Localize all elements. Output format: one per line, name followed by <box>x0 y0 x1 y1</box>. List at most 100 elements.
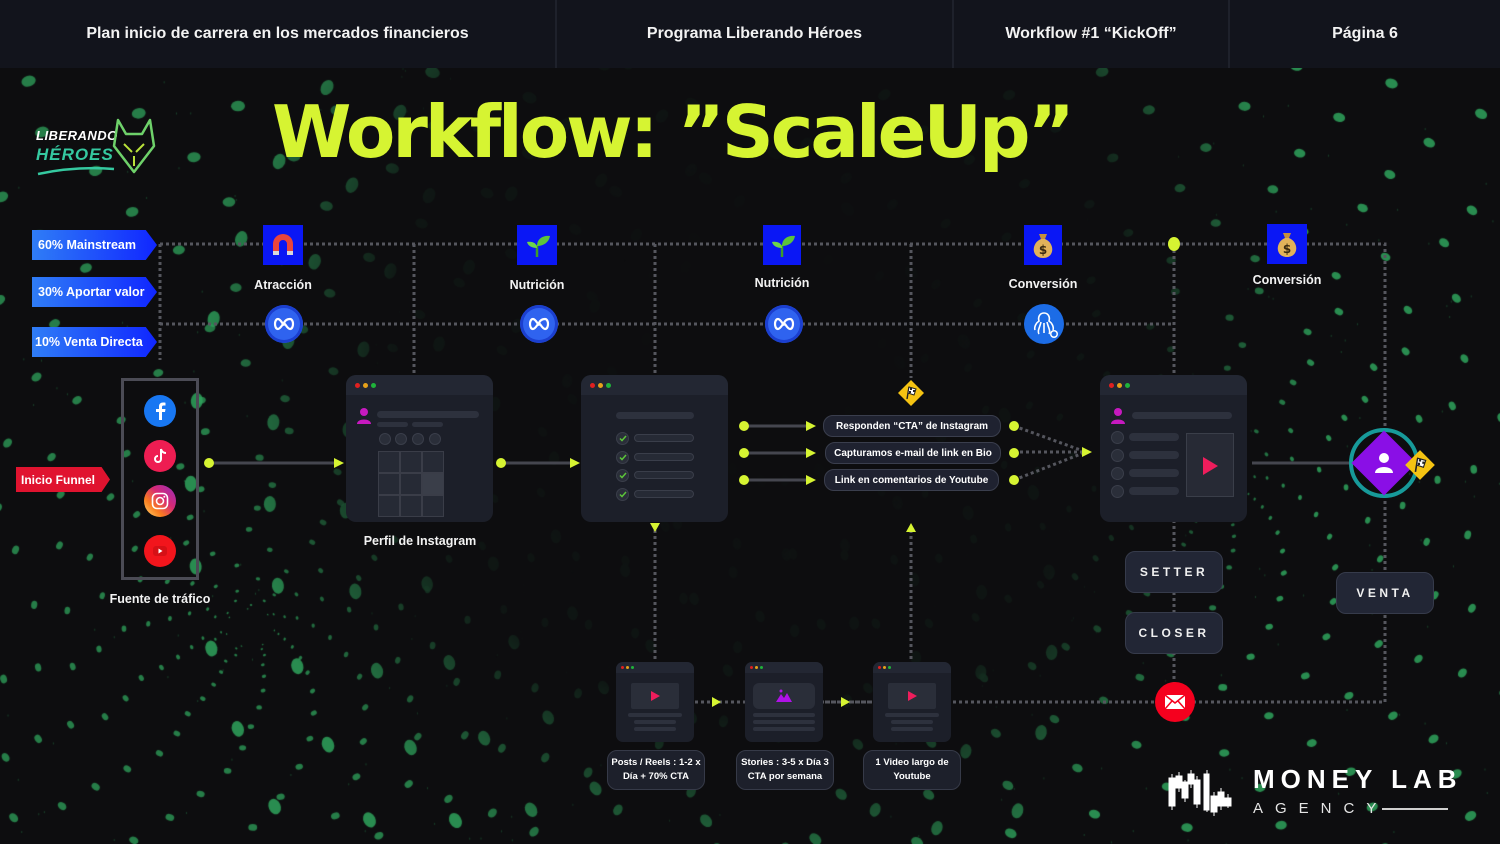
content-mockup-window <box>616 662 694 742</box>
play-icon <box>906 690 918 702</box>
header-program-name: Programa Liberando Héroes <box>557 0 954 68</box>
customer-user-icon <box>1374 452 1394 474</box>
traffic-sources-label: Fuente de tráfico <box>100 592 220 606</box>
window-titlebar <box>873 662 951 673</box>
capture-method-instagram-cta: Responden “CTA” de Instagram <box>823 415 1001 437</box>
content-plan-caption: Posts / Reels : 1-2 xDía + 70% CTA <box>607 750 705 790</box>
check-icon <box>619 491 627 498</box>
checkered-flag-icon <box>1404 449 1436 481</box>
sales-page-mockup <box>1100 375 1247 522</box>
content-plan-caption: Stories : 3-5 x Día 3CTA por semana <box>736 750 834 790</box>
goal-flag-badge <box>1404 449 1436 481</box>
checkbox-checked <box>616 469 629 482</box>
traffic-source-facebook[interactable] <box>144 395 176 427</box>
tag-aportar-valor: 30% Aportar valor <box>32 277 157 307</box>
traffic-source-tiktok[interactable] <box>144 440 176 472</box>
checklist-line <box>634 471 694 479</box>
stage-icon-tile <box>517 225 557 265</box>
meta-channel-badge <box>265 305 303 343</box>
media-placeholder <box>888 683 936 709</box>
money-bag-icon: $ <box>1273 229 1301 259</box>
wolf-head-icon <box>112 118 156 174</box>
inicio-funnel-tag: Inicio Funnel <box>16 467 110 492</box>
play-icon <box>1201 456 1219 476</box>
tag-mainstream: 60% Mainstream <box>32 230 157 260</box>
stage-icon-tile <box>263 225 303 265</box>
check-icon <box>619 472 627 479</box>
content-mockup-window <box>873 662 951 742</box>
manychat-icon <box>1029 309 1059 339</box>
checklist-line <box>634 453 694 461</box>
setter-role: SETTER <box>1125 551 1223 593</box>
money-lab-wordmark: MONEY LAB <box>1253 764 1463 795</box>
instagram-icon <box>151 492 169 510</box>
sprout-icon <box>767 230 797 260</box>
stage-label-conversion-2: Conversión <box>1246 273 1328 287</box>
window-titlebar <box>346 375 493 395</box>
image-icon <box>775 689 793 703</box>
tag-label: 10% Venta Directa <box>35 335 143 349</box>
stage-icon-tile <box>763 225 801 265</box>
venta-role: VENTA <box>1336 572 1434 614</box>
meta-channel-badge <box>765 305 803 343</box>
checklist-line <box>634 434 694 442</box>
magnet-icon <box>268 230 298 260</box>
media-placeholder <box>753 683 815 709</box>
tag-label: 30% Aportar valor <box>38 285 145 299</box>
play-icon <box>649 690 661 702</box>
window-titlebar <box>616 662 694 673</box>
capture-method-bio-email: Capturamos e-mail de link en Bio <box>825 442 1001 464</box>
meta-icon <box>527 317 551 331</box>
money-lab-agency: AGENCY <box>1253 800 1388 817</box>
caption-line: Stories : 3-5 x Día 3 <box>741 757 829 768</box>
header-program-plan: Plan inicio de carrera en los mercados f… <box>0 0 557 68</box>
meta-channel-badge <box>520 305 558 343</box>
checklist-line <box>634 490 694 498</box>
tag-venta-directa: 10% Venta Directa <box>32 327 157 357</box>
user-avatar-icon <box>356 407 372 425</box>
svg-text:$: $ <box>1283 242 1291 256</box>
window-titlebar <box>581 375 728 395</box>
traffic-source-instagram[interactable] <box>144 485 176 517</box>
stage-icon-tile: $ <box>1024 225 1062 265</box>
brush-stroke-icon <box>36 166 116 176</box>
instagram-profile-mockup <box>346 375 493 522</box>
checkbox-checked <box>616 432 629 445</box>
capture-method-youtube-comments: Link en comentarios de Youtube <box>824 469 999 491</box>
money-bag-icon: $ <box>1029 230 1057 260</box>
check-icon <box>619 454 627 461</box>
youtube-icon <box>152 545 168 557</box>
traffic-source-youtube[interactable] <box>144 535 176 567</box>
meta-icon <box>272 317 296 331</box>
caption-line: Youtube <box>893 771 930 782</box>
manychat-channel-badge <box>1024 304 1064 344</box>
page-title: Workflow: ”ScaleUp” <box>272 96 1072 168</box>
stage-icon-tile: $ <box>1267 224 1307 264</box>
email-node <box>1155 682 1195 722</box>
caption-line: Día + 70% CTA <box>623 771 689 782</box>
header-workflow: Workflow #1 “KickOff” <box>954 0 1230 68</box>
sprout-icon <box>522 230 552 260</box>
tag-label: Inicio Funnel <box>21 473 95 487</box>
meta-icon <box>772 317 796 331</box>
checkbox-checked <box>616 488 629 501</box>
content-plan-caption: 1 Video largo de Youtube <box>863 750 961 790</box>
liberando-heroes-logo: LIBERANDO HÉROES <box>36 118 161 180</box>
stage-label-nutricion-1: Nutrición <box>497 278 577 292</box>
money-lab-candlestick-logo <box>1166 768 1236 818</box>
window-titlebar <box>745 662 823 673</box>
video-player-placeholder <box>1186 433 1234 497</box>
milestone-flag-badge <box>897 379 925 407</box>
header-page-number: Página 6 <box>1230 0 1500 68</box>
stage-label-atraccion: Atracción <box>243 278 323 292</box>
stage-label-nutricion-2: Nutrición <box>742 276 822 290</box>
brand-line2: HÉROES <box>36 145 114 165</box>
checklist-mockup <box>581 375 728 522</box>
tiktok-icon <box>153 448 167 464</box>
brand-line1: LIBERANDO <box>36 128 118 143</box>
facebook-icon <box>153 402 167 420</box>
photo-grid <box>378 451 444 517</box>
caption-line: 1 Video largo de <box>875 757 948 768</box>
window-titlebar <box>1100 375 1247 395</box>
checkered-flag-icon <box>897 379 925 407</box>
